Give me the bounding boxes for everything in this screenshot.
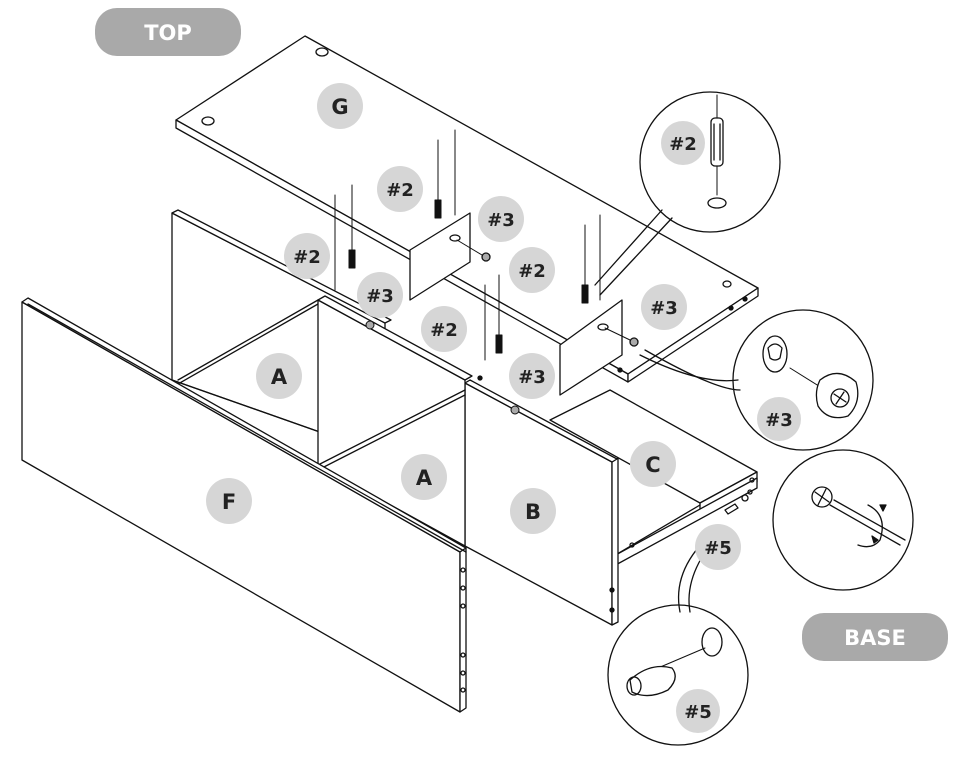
badge-dowel-3-label: #2 — [518, 261, 546, 282]
badge-detail-bolt-label: #5 — [684, 702, 712, 723]
badge-g-label: G — [331, 95, 348, 119]
badge-bolt-label: #5 — [704, 538, 732, 559]
top-label: TOP — [144, 21, 192, 45]
badge-a-left-label: A — [271, 365, 288, 389]
badge-dowel-4: #2 — [421, 306, 467, 352]
badge-b: B — [510, 488, 556, 534]
cam-plate-left — [409, 212, 491, 301]
badge-dowel-3: #2 — [509, 247, 555, 293]
badge-dowel-1: #2 — [377, 166, 423, 212]
part-badges: G A A B C F — [206, 83, 676, 534]
badge-cam-2: #3 — [357, 272, 403, 318]
badge-cam-4: #3 — [509, 353, 555, 399]
base-pill: BASE — [802, 613, 948, 661]
badge-dowel-2-label: #2 — [293, 247, 321, 268]
badge-cam-3-label: #3 — [650, 298, 678, 319]
badge-cam-3: #3 — [641, 284, 687, 330]
top-pill: TOP — [95, 8, 241, 56]
badge-a-middle-label: A — [416, 466, 433, 490]
screwdriver-detail-circle — [772, 449, 914, 591]
badge-b-label: B — [525, 500, 541, 524]
badge-c-label: C — [645, 453, 660, 477]
top-panel-g — [175, 35, 759, 383]
badge-c: C — [630, 441, 676, 487]
badge-dowel-1-label: #2 — [386, 180, 414, 201]
badge-detail-cam: #3 — [757, 397, 801, 441]
badge-a-middle: A — [401, 454, 447, 500]
badge-cam-2-label: #3 — [366, 286, 394, 307]
badge-cam-1-label: #3 — [487, 210, 515, 231]
badge-cam-1: #3 — [478, 196, 524, 242]
badge-detail-dowel: #2 — [661, 121, 705, 165]
badge-cam-4-label: #3 — [518, 367, 546, 388]
badge-dowel-2: #2 — [284, 233, 330, 279]
badge-dowel-4-label: #2 — [430, 320, 458, 341]
badge-detail-cam-label: #3 — [765, 410, 793, 431]
badge-f-label: F — [222, 490, 236, 514]
cam-plate-right — [559, 299, 639, 396]
badge-g: G — [317, 83, 363, 129]
hardware-badges: #2 #2 #2 #2 #3 #3 #3 #3 — [284, 166, 741, 570]
base-label: BASE — [844, 626, 906, 650]
badge-detail-dowel-label: #2 — [669, 134, 697, 155]
detail-badges: #2 #3 #5 — [661, 121, 801, 733]
badge-a-left: A — [256, 353, 302, 399]
dowel-guides — [334, 129, 631, 415]
badge-f: F — [206, 478, 252, 524]
badge-bolt: #5 — [695, 524, 741, 570]
badge-detail-bolt: #5 — [676, 689, 720, 733]
